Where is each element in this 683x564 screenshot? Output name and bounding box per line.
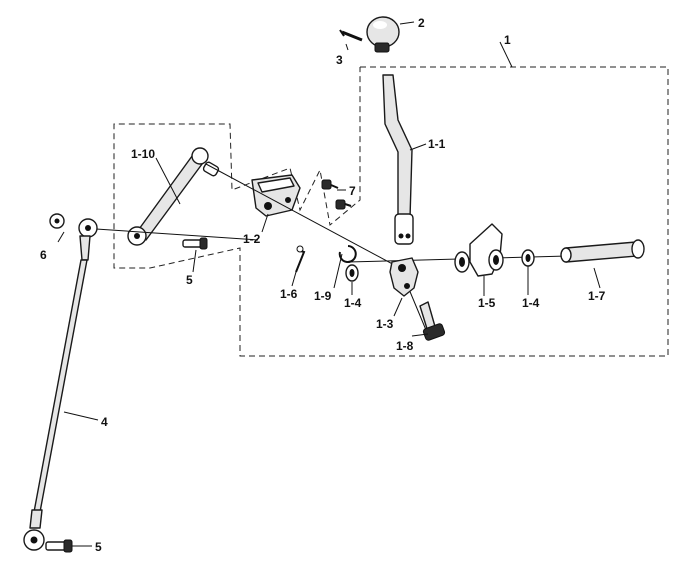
label-part-1-4-left: 1-4 — [344, 296, 362, 310]
label-part-1-4-right: 1-4 — [522, 296, 540, 310]
washer-part-1-4-left — [345, 264, 359, 282]
label-part-3: 3 — [336, 53, 343, 67]
knob-part-2 — [366, 16, 400, 53]
label-part-1-3: 1-3 — [376, 317, 394, 331]
assembly-1-outline — [113, 66, 669, 357]
shaft-part-1-7 — [560, 239, 645, 263]
part-number-labels: 2 3 1 1-1 1-10 1-2 7 6 5 1-6 1-9 1-4 1-3… — [40, 16, 606, 554]
label-part-1-2: 1-2 — [243, 232, 261, 246]
pin-part-5-lower — [45, 539, 73, 553]
label-part-1-6: 1-6 — [280, 287, 298, 301]
label-part-5-lower: 5 — [95, 540, 102, 554]
label-part-1-10: 1-10 — [131, 147, 155, 161]
shift-lever-part-1-1 — [382, 74, 414, 245]
label-part-1-1: 1-1 — [428, 137, 446, 151]
label-part-7: 7 — [349, 184, 356, 198]
pin-part-5-upper — [182, 237, 208, 250]
label-part-4: 4 — [101, 415, 108, 429]
nut-part-6 — [49, 213, 65, 229]
bolt-part-1-8 — [419, 301, 446, 341]
label-part-1-8: 1-8 — [396, 339, 414, 353]
clip-part-1-9 — [338, 245, 357, 263]
label-part-2: 2 — [418, 16, 425, 30]
washer-part-1-4-right — [521, 249, 535, 267]
label-part-1-5: 1-5 — [478, 296, 496, 310]
cotter-part-1-6 — [295, 245, 306, 273]
label-part-1-9: 1-9 — [314, 289, 332, 303]
label-part-6: 6 — [40, 248, 47, 262]
spring-bracket-part-1-5 — [454, 223, 504, 277]
bolts-part-7 — [321, 179, 352, 210]
label-part-5-upper: 5 — [186, 273, 193, 287]
label-part-1: 1 — [504, 33, 511, 47]
leader-lines — [57, 21, 601, 547]
assembly-boundaries — [113, 66, 669, 357]
label-part-1-7: 1-7 — [588, 289, 606, 303]
lever-block-part-1-3 — [389, 257, 419, 297]
arm-part-1-10 — [127, 147, 220, 246]
bracket-part-1-2 — [251, 174, 301, 217]
screw-part-3 — [339, 29, 363, 42]
rod-part-4 — [23, 218, 98, 551]
